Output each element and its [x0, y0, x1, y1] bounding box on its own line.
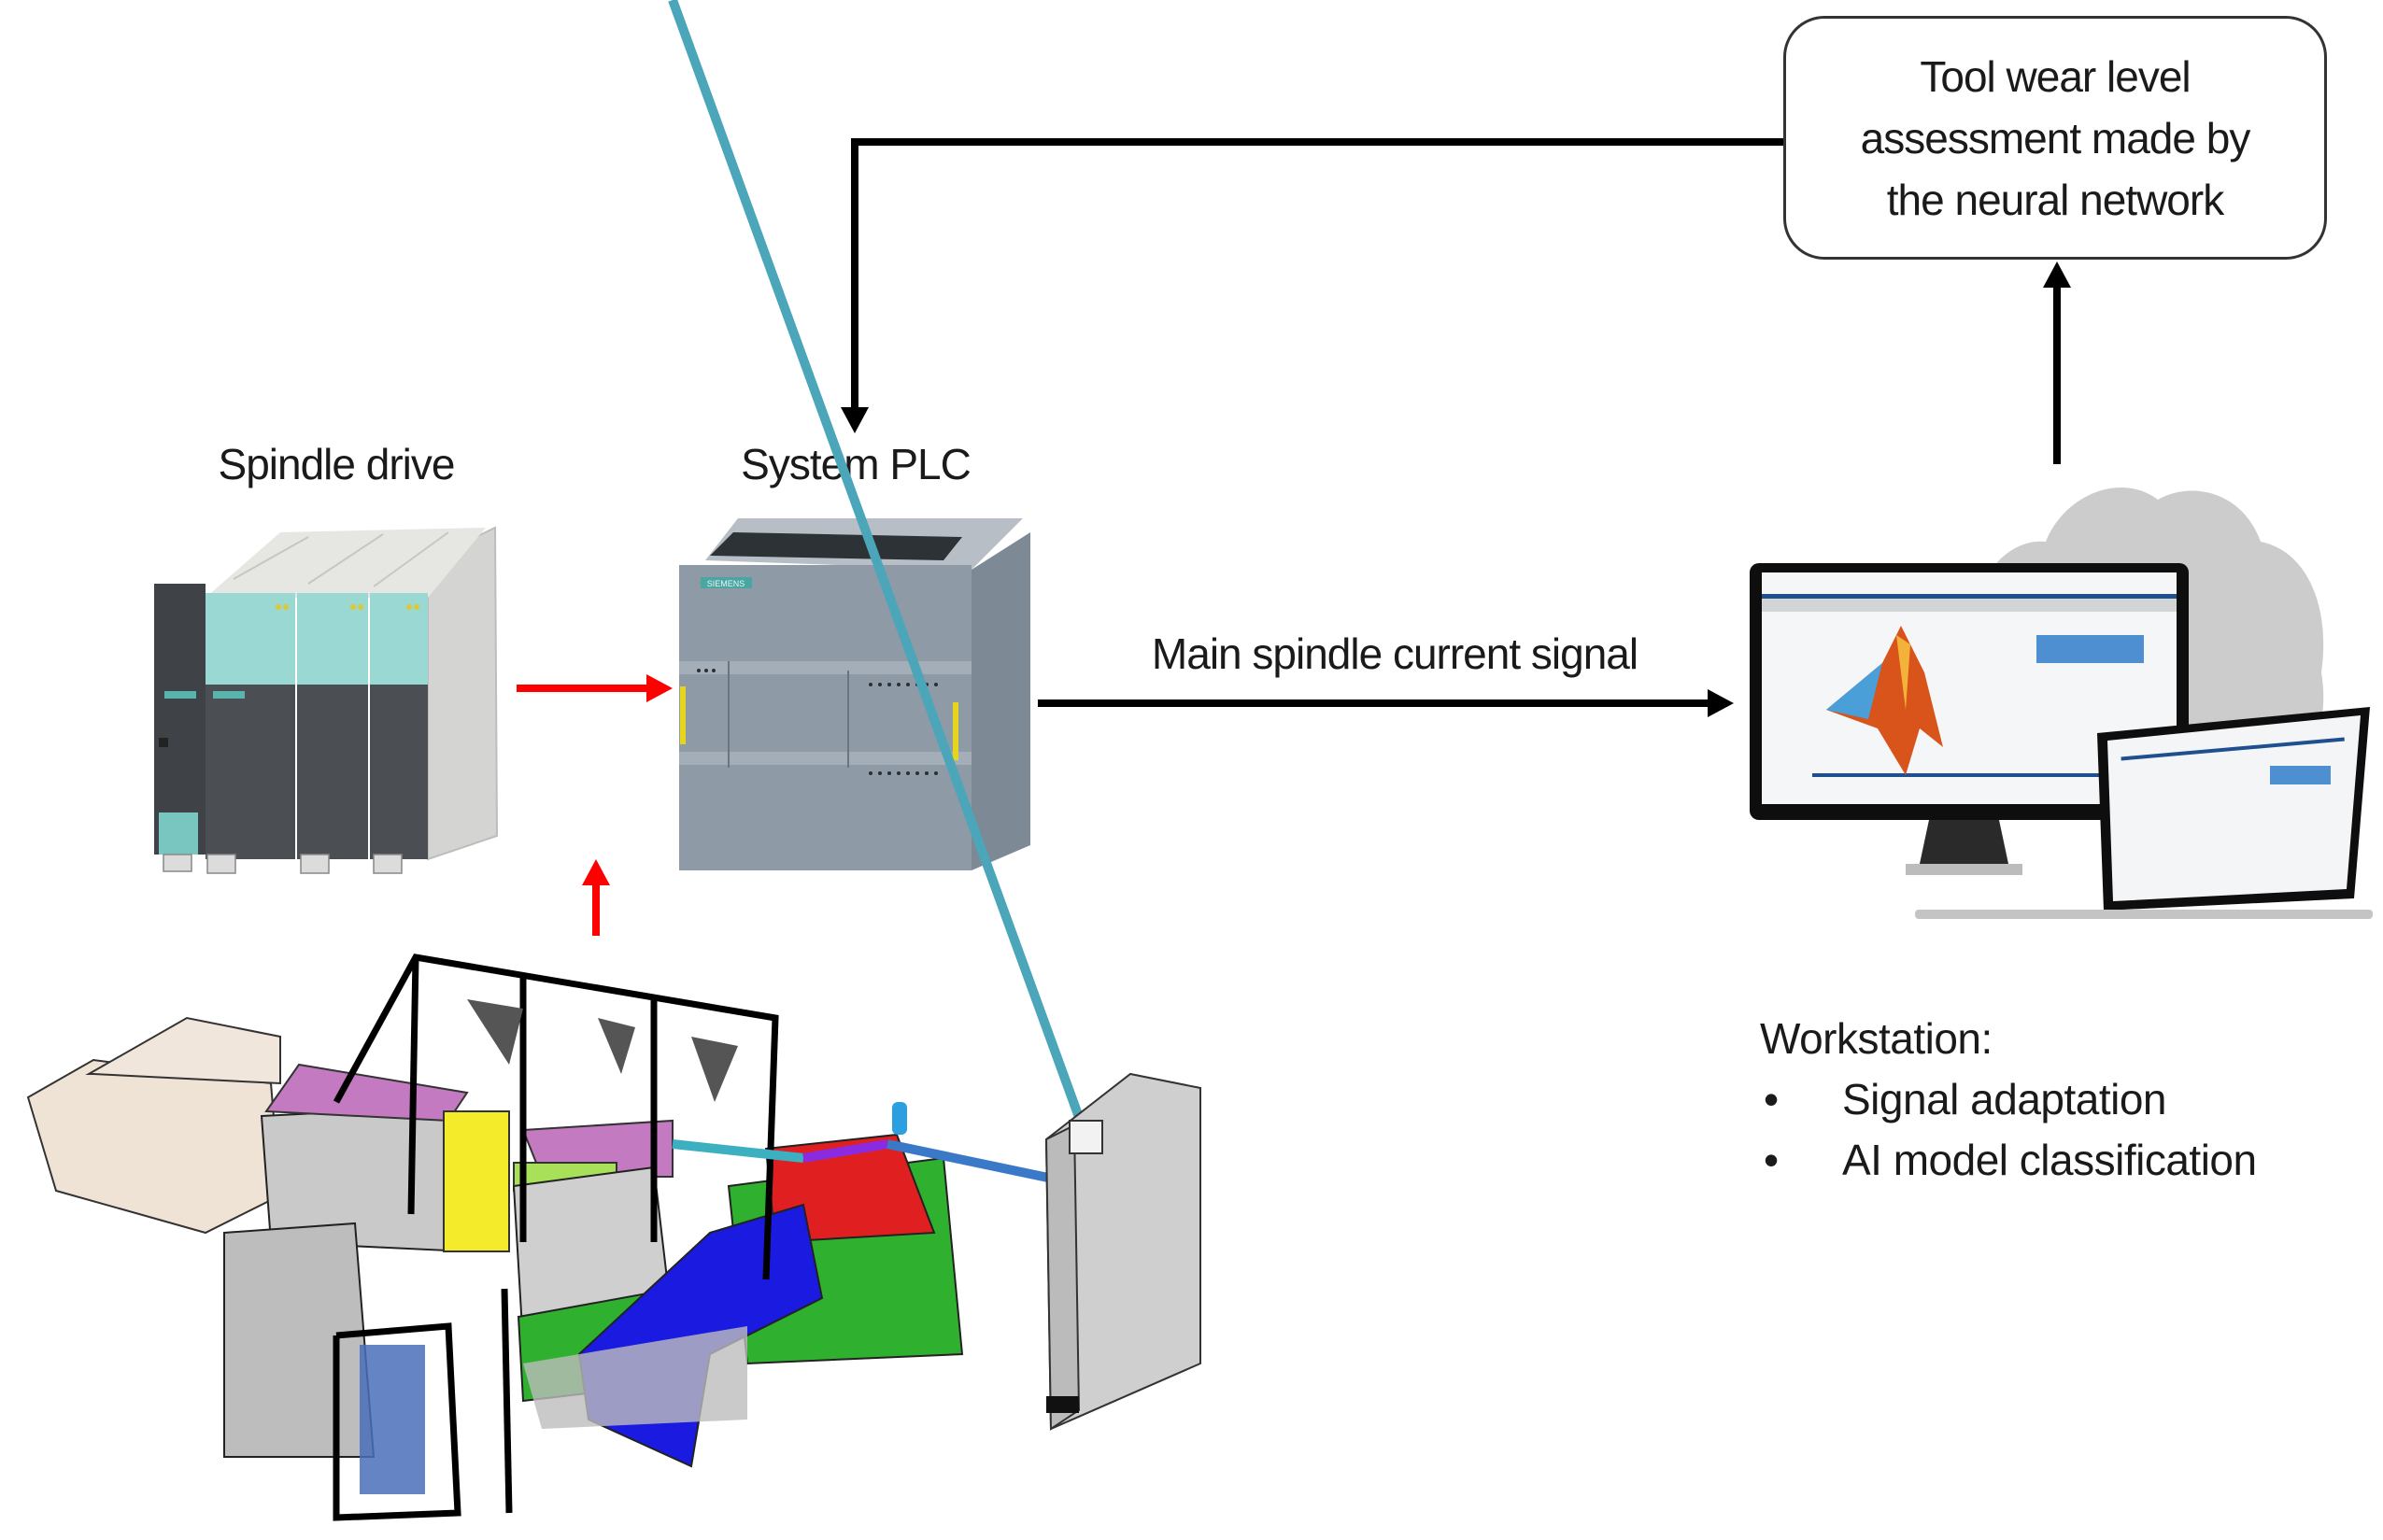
laptop-icon — [1915, 707, 2373, 919]
assessment-line-3: the neural network — [1886, 175, 2224, 224]
signal-arrowhead — [1708, 689, 1734, 717]
feedback-arrowhead — [841, 407, 869, 433]
bullet-icon: • — [1764, 1136, 1779, 1184]
drive-to-plc-arrowhead — [646, 674, 673, 702]
plc-brand-text: SIEMENS — [707, 579, 745, 588]
assessment-line-1: Tool wear level — [1920, 51, 2191, 101]
workstation-title: Workstation: — [1760, 1014, 1993, 1063]
result-arrowhead — [2043, 261, 2071, 288]
machine-to-drive-arrowhead — [582, 859, 610, 885]
workstation-item-text: Signal adaptation — [1842, 1075, 2167, 1123]
assessment-line-2: assessment made by — [1860, 113, 2251, 162]
signal-label: Main spindle current signal — [1151, 629, 1638, 678]
feedback-arrow — [851, 138, 1783, 409]
spindle-drive-label: Spindle drive — [218, 440, 456, 488]
workstation-item: • AI model classification — [1760, 1130, 2257, 1191]
bullet-icon: • — [1764, 1075, 1779, 1123]
workstation-item-text: AI model classification — [1842, 1136, 2257, 1184]
workstation-item: • Signal adaptation — [1760, 1069, 2167, 1130]
workstation-description: Workstation: • Signal adaptation • AI mo… — [1760, 1009, 2257, 1191]
system-plc-label: System PLC — [741, 440, 972, 488]
assessment-box: Tool wear level assessment made by the n… — [1783, 16, 2327, 260]
